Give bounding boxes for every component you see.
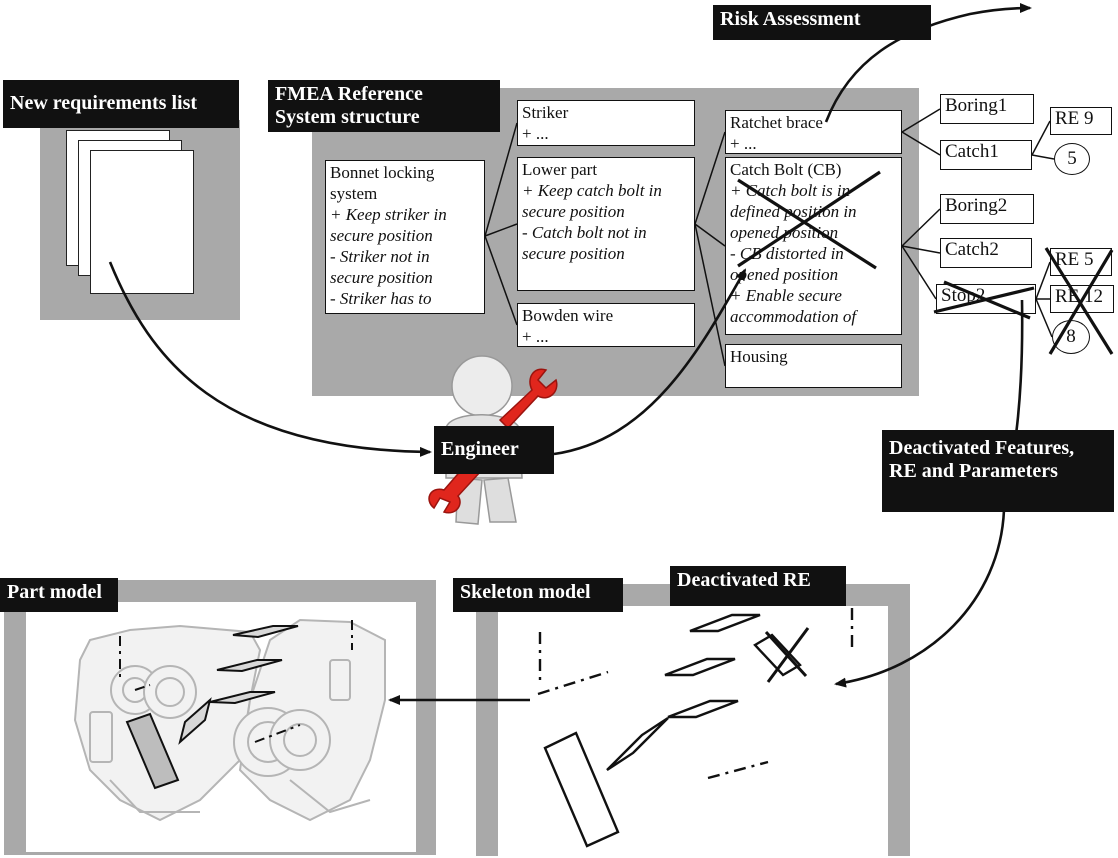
- feature-boring2: Boring2: [940, 194, 1034, 224]
- deactivated-features-label: Deactivated Features, RE and Parameters: [882, 430, 1114, 512]
- arrow-engineer-to-catch-bolt: [553, 268, 747, 456]
- feature-boring1: Boring1: [940, 94, 1034, 124]
- lower-part-box: Lower part + Keep catch bolt in secure p…: [517, 157, 695, 291]
- catch-bolt-cross: [737, 178, 877, 270]
- striker-box: Striker + ...: [517, 100, 695, 146]
- arrow-requirements-to-engineer: [108, 261, 432, 457]
- housing-box: Housing: [725, 344, 902, 388]
- bonnet-locking-system-box: Bonnet locking system + Keep striker in …: [325, 160, 485, 314]
- engineer-label: Engineer: [434, 426, 554, 474]
- parameter-5-circle: 5: [1054, 143, 1090, 175]
- arrow-to-risk-assessment: [824, 3, 1032, 123]
- re-9-box: RE 9: [1050, 107, 1112, 135]
- catch-bolt-box: Catch Bolt (CB) + Catch bolt is in defin…: [725, 157, 902, 335]
- skeleton-model-canvas: [498, 606, 888, 856]
- deactivated-re-label: Deactivated RE: [670, 566, 846, 606]
- requirement-sheet: [90, 150, 194, 294]
- new-requirements-label: New requirements list: [3, 80, 239, 128]
- bowden-wire-box: Bowden wire + ...: [517, 303, 695, 347]
- fmea-reference-label: FMEA Reference System structure: [268, 80, 500, 132]
- feature-catch2: Catch2: [940, 238, 1032, 268]
- part-model-label: Part model: [0, 578, 118, 612]
- skeleton-model-label: Skeleton model: [453, 578, 623, 612]
- ratchet-brace-box: Ratchet brace + ...: [725, 110, 902, 154]
- feature-catch1: Catch1: [940, 140, 1032, 170]
- risk-assessment-label: Risk Assessment: [713, 5, 931, 40]
- engineer-head: [451, 355, 513, 417]
